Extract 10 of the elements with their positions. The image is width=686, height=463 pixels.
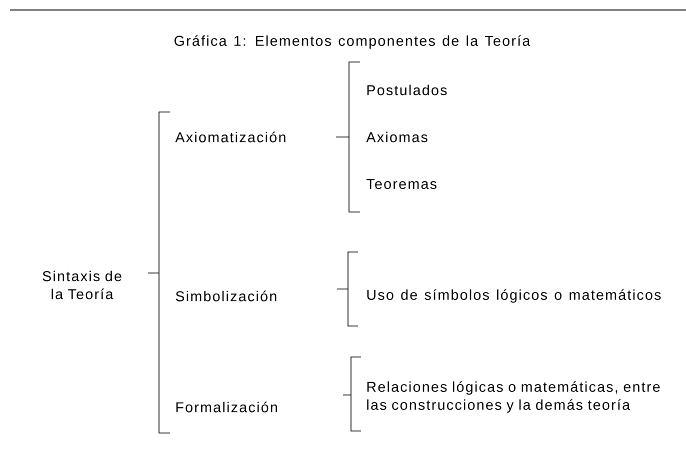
- node-label: Axiomas: [366, 132, 428, 142]
- node-label: Axiomatización: [175, 132, 286, 142]
- node-label: Uso de símbolos lógicos o matemáticos: [367, 289, 661, 303]
- title: Gráfica 1: Elementos componentes de la Teoría: [174, 35, 530, 49]
- node-label: Postulados: [367, 84, 447, 96]
- node-label: Simbolización: [176, 290, 276, 302]
- node-label: Relaciones lógicas o matemáticas, entre las construcciones y la demás teoría: [367, 381, 660, 413]
- node-label: Sintaxis de la Teoría: [42, 270, 122, 300]
- node-label: Formalización: [176, 402, 277, 412]
- node-label: Teoremas: [366, 179, 436, 189]
